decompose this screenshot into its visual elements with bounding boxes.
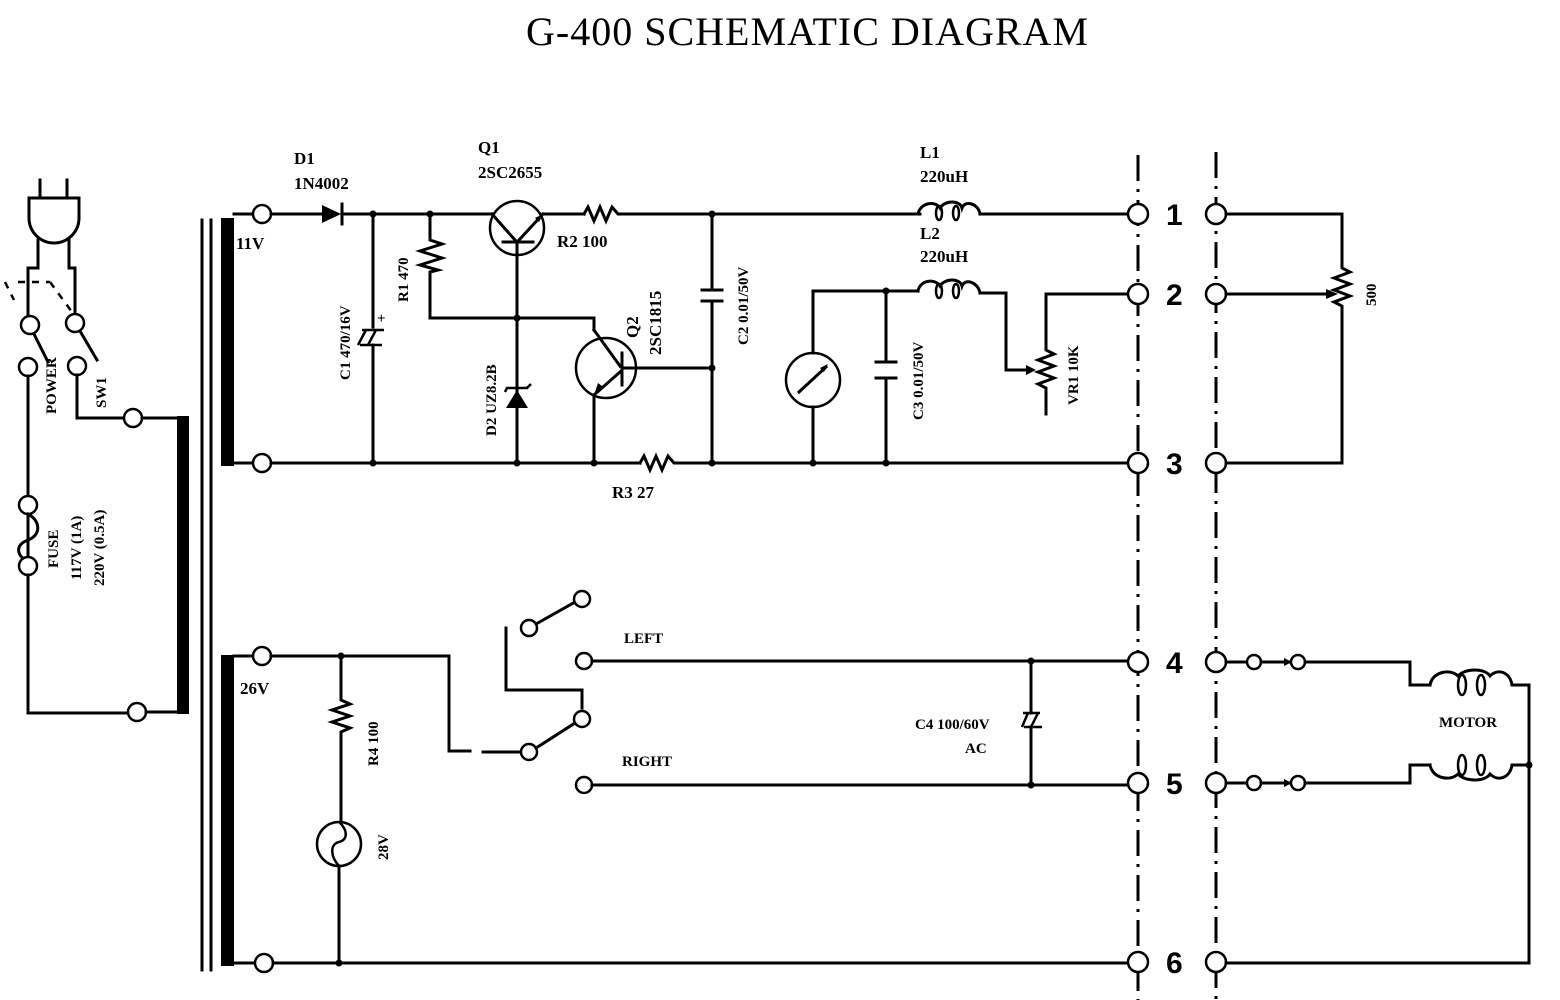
power-switch-label: POWER bbox=[44, 357, 60, 414]
c3-label: C3 0.01/50V bbox=[911, 342, 927, 421]
meter bbox=[784, 289, 920, 467]
q1-ref-label: Q1 bbox=[478, 138, 500, 157]
lamp bbox=[315, 820, 363, 965]
pin-4-label: 4 bbox=[1166, 647, 1183, 680]
r2-label: R2 100 bbox=[557, 232, 608, 251]
transformer-primary-winding bbox=[177, 416, 189, 714]
transformer bbox=[177, 218, 234, 972]
fuse bbox=[17, 494, 40, 577]
q1-part-label: 2SC2655 bbox=[478, 163, 542, 182]
right-output-label: RIGHT bbox=[622, 754, 672, 770]
motor-label: MOTOR bbox=[1439, 715, 1497, 731]
resistor-r4 bbox=[327, 654, 355, 822]
pin-3-label: 3 bbox=[1166, 448, 1183, 481]
inductor-l1 bbox=[916, 200, 982, 222]
capacitor-c4 bbox=[1020, 657, 1042, 789]
power-switch-link bbox=[3, 280, 74, 313]
r4-label: R4 100 bbox=[366, 721, 382, 766]
sw1-label: SW1 bbox=[94, 377, 110, 408]
pin-5-label: 5 bbox=[1166, 768, 1183, 801]
transistor-q1 bbox=[488, 199, 546, 465]
transformer-secondary-26v bbox=[221, 655, 234, 966]
c4-type-label: AC bbox=[965, 741, 987, 757]
secondary-11v-label: 11V bbox=[236, 234, 265, 253]
q2-ref-label: Q2 bbox=[623, 316, 642, 338]
pin-6-label: 6 bbox=[1166, 947, 1183, 980]
inductor-l2 bbox=[916, 278, 1032, 372]
direction-switch bbox=[504, 589, 1131, 795]
capacitor-c3 bbox=[874, 287, 898, 467]
vr1-label: VR1 10K bbox=[1066, 345, 1082, 405]
r3-label: R3 27 bbox=[612, 483, 655, 502]
d2-label: D2 UZ8.2B bbox=[484, 364, 500, 436]
lower-wires bbox=[232, 645, 1131, 974]
transformer-secondary-11v bbox=[221, 218, 234, 466]
d1-part-label: 1N4002 bbox=[294, 174, 349, 193]
l1-ref-label: L1 bbox=[920, 143, 940, 162]
sw1-switch bbox=[64, 312, 184, 429]
diode-d1 bbox=[322, 202, 344, 226]
capacitor-c1 bbox=[356, 210, 384, 467]
left-output-label: LEFT bbox=[624, 631, 663, 647]
c4-label: C4 100/60V bbox=[915, 717, 990, 733]
l2-value-label: 220uH bbox=[920, 247, 968, 266]
diagram-title: G-400 SCHEMATIC DIAGRAM bbox=[525, 9, 1090, 54]
external-pot-label: 500 bbox=[1364, 284, 1380, 307]
lamp-label: 28V bbox=[376, 834, 392, 860]
c1-label: C1 470/16V bbox=[338, 305, 354, 380]
c2-label: C2 0.01/50V bbox=[736, 267, 752, 346]
secondary-26v-label: 26V bbox=[240, 679, 270, 698]
l1-value-label: 220uH bbox=[920, 167, 968, 186]
pin-2-label: 2 bbox=[1166, 279, 1183, 312]
primary-return bbox=[26, 573, 184, 723]
capacitor-c2 bbox=[700, 210, 724, 467]
power-plug bbox=[26, 178, 81, 317]
q2-part-label: 2SC1815 bbox=[646, 291, 665, 355]
regulator-wires bbox=[232, 203, 1131, 474]
connector-terminals bbox=[1126, 202, 1228, 974]
fuse-label: FUSE bbox=[46, 530, 62, 568]
resistor-r2 bbox=[581, 203, 622, 225]
c1-polarity: + bbox=[377, 311, 386, 327]
pin-1-label: 1 bbox=[1166, 199, 1183, 232]
motor bbox=[1224, 653, 1533, 965]
fuse-rating-220v: 220V (0.5A) bbox=[92, 510, 108, 586]
resistor-r3 bbox=[637, 452, 678, 474]
d1-ref-label: D1 bbox=[294, 149, 315, 168]
l2-ref-label: L2 bbox=[920, 224, 940, 243]
zener-d2 bbox=[503, 383, 532, 467]
resistor-r1 bbox=[414, 210, 596, 332]
fuse-rating-117v: 117V (1A) bbox=[69, 516, 85, 580]
external-potentiometer bbox=[1224, 212, 1355, 465]
r1-label: R1 470 bbox=[396, 257, 412, 302]
potentiometer-vr1 bbox=[1026, 292, 1131, 416]
